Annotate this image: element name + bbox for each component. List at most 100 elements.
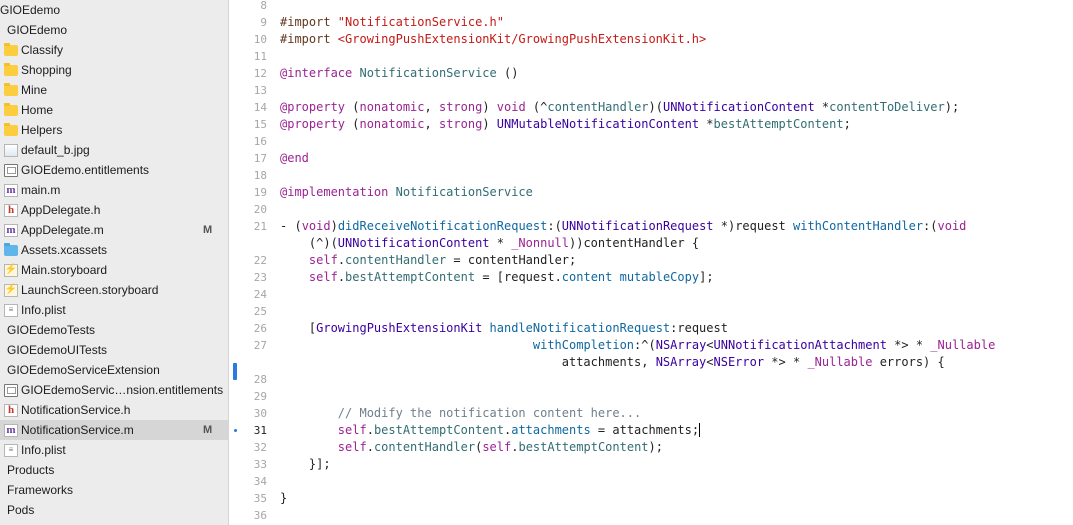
- code-token: (: [475, 440, 483, 454]
- h-file-icon: h: [4, 403, 18, 417]
- code-token: _Nullable: [930, 338, 996, 352]
- code-text: [GrowingPushExtensionKit handleNotificat…: [280, 320, 728, 337]
- code-text: #import <GrowingPushExtensionKit/Growing…: [280, 31, 706, 48]
- code-token: .: [511, 440, 519, 454]
- image-file-icon: [4, 143, 18, 157]
- code-token: *: [814, 100, 830, 114]
- code-token: // Modify the notification content here.…: [337, 406, 642, 420]
- code-token: ): [482, 117, 497, 131]
- code-token: <: [706, 338, 714, 352]
- code-token: _Nullable: [807, 355, 873, 369]
- code-token: NotificationService: [359, 66, 497, 80]
- code-token: @property: [280, 117, 346, 131]
- navigator-item[interactable]: Assets.xcassets: [0, 240, 228, 260]
- code-token: @interface: [280, 66, 360, 80]
- navigator-item[interactable]: Mine: [0, 80, 228, 100]
- code-text: self.contentHandler = contentHandler;: [280, 252, 576, 269]
- code-token: ): [330, 219, 338, 233]
- code-token: content: [561, 270, 613, 284]
- line-number: 16: [253, 135, 267, 148]
- navigator-item-label: Pods: [7, 503, 35, 517]
- code-token: = [request.: [475, 270, 562, 284]
- code-text: @property (nonatomic, strong) UNMutableN…: [280, 116, 851, 133]
- code-token: = contentHandler;: [446, 253, 577, 267]
- navigator-item[interactable]: Shopping: [0, 60, 228, 80]
- code-token: strong: [438, 117, 483, 131]
- code-token: *: [489, 236, 512, 250]
- navigator-item-label: GIOEdemoServic…nsion.entitlements: [21, 383, 224, 397]
- code-text: }: [280, 490, 287, 507]
- code-token: .: [503, 423, 512, 437]
- code-token: withContentHandler: [793, 219, 924, 233]
- entitlements-file-icon: [4, 163, 18, 177]
- code-text: withCompletion:^(NSArray<UNNotificationA…: [280, 337, 995, 354]
- code-token: UNNotificationRequest: [561, 219, 714, 233]
- navigator-item-label: NotificationService.h: [21, 403, 131, 417]
- navigator-item[interactable]: Classify: [0, 40, 228, 60]
- code-text: - (void)didReceiveNotificationRequest:(U…: [280, 218, 966, 235]
- code-token: .: [337, 253, 346, 267]
- code-token: ];: [699, 270, 714, 284]
- navigator-item[interactable]: GIOEdemoServiceExtension: [0, 360, 228, 380]
- code-token: (^: [525, 100, 548, 114]
- code-token: @property: [280, 100, 346, 114]
- navigator-item[interactable]: Helpers: [0, 120, 228, 140]
- code-token: @implementation: [280, 185, 396, 199]
- navigator-item[interactable]: GIOEdemoUITests: [0, 340, 228, 360]
- modified-badge: M: [203, 424, 213, 436]
- code-token: (: [345, 117, 360, 131]
- navigator-item[interactable]: Pods: [0, 500, 228, 520]
- line-number: 21: [253, 220, 267, 233]
- navigator-item[interactable]: Products: [0, 460, 228, 480]
- line-number: 15: [253, 118, 267, 131]
- navigator-item[interactable]: ⚡LaunchScreen.storyboard: [0, 280, 228, 300]
- line-number: 32: [253, 441, 267, 454]
- navigator-item-label: GIOEdemoUITests: [7, 343, 108, 357]
- code-token: :request: [670, 321, 728, 335]
- code-token: contentHandler: [345, 253, 447, 267]
- code-token: UNNotificationContent: [662, 100, 815, 114]
- code-token: ,: [424, 100, 439, 114]
- navigator-item[interactable]: GIOEdemoTests: [0, 320, 228, 340]
- navigator-item[interactable]: ≡Info.plist: [0, 440, 228, 460]
- navigator-item-label: Info.plist: [21, 303, 66, 317]
- navigator-item[interactable]: default_b.jpg: [0, 140, 228, 160]
- code-token: UNMutableNotificationContent: [496, 117, 700, 131]
- navigator-item[interactable]: Home: [0, 100, 228, 120]
- navigator-item[interactable]: ⚡Main.storyboard: [0, 260, 228, 280]
- code-token: *)request: [713, 219, 793, 233]
- navigator-item[interactable]: GIOEdemo: [0, 20, 228, 40]
- code-token: self: [308, 270, 338, 284]
- navigator-item[interactable]: GIOEdemoServic…nsion.entitlements: [0, 380, 228, 400]
- code-token: void: [301, 219, 331, 233]
- line-number: 11: [253, 50, 267, 63]
- line-number: 10: [253, 33, 267, 46]
- navigator-item[interactable]: Frameworks: [0, 480, 228, 500]
- line-number: 23: [253, 271, 267, 284]
- code-token: )(: [648, 100, 663, 114]
- navigator-item[interactable]: GIOEdemo: [0, 0, 228, 20]
- code-token: handleNotificationRequest: [489, 321, 671, 335]
- code-token: errors) {: [872, 355, 945, 369]
- navigator-item[interactable]: GIOEdemo.entitlements: [0, 160, 228, 180]
- entitlements-file-icon: [4, 383, 18, 397]
- code-token: bestAttemptContent: [713, 117, 844, 131]
- current-line-dot: [234, 429, 237, 432]
- code-text: (^)(UNNotificationContent * _Nonnull))co…: [280, 235, 699, 252]
- navigator-item-label: GIOEdemo: [7, 23, 68, 37]
- navigator-item-label: NotificationService.m: [21, 423, 134, 437]
- folder-icon: [4, 82, 18, 96]
- code-token: nonatomic: [359, 117, 425, 131]
- change-marker[interactable]: [233, 363, 237, 380]
- line-number: 22: [253, 254, 267, 267]
- code-token: [280, 338, 533, 352]
- navigator-item-label: Main.storyboard: [21, 263, 108, 277]
- navigator-item[interactable]: ≡Info.plist: [0, 300, 228, 320]
